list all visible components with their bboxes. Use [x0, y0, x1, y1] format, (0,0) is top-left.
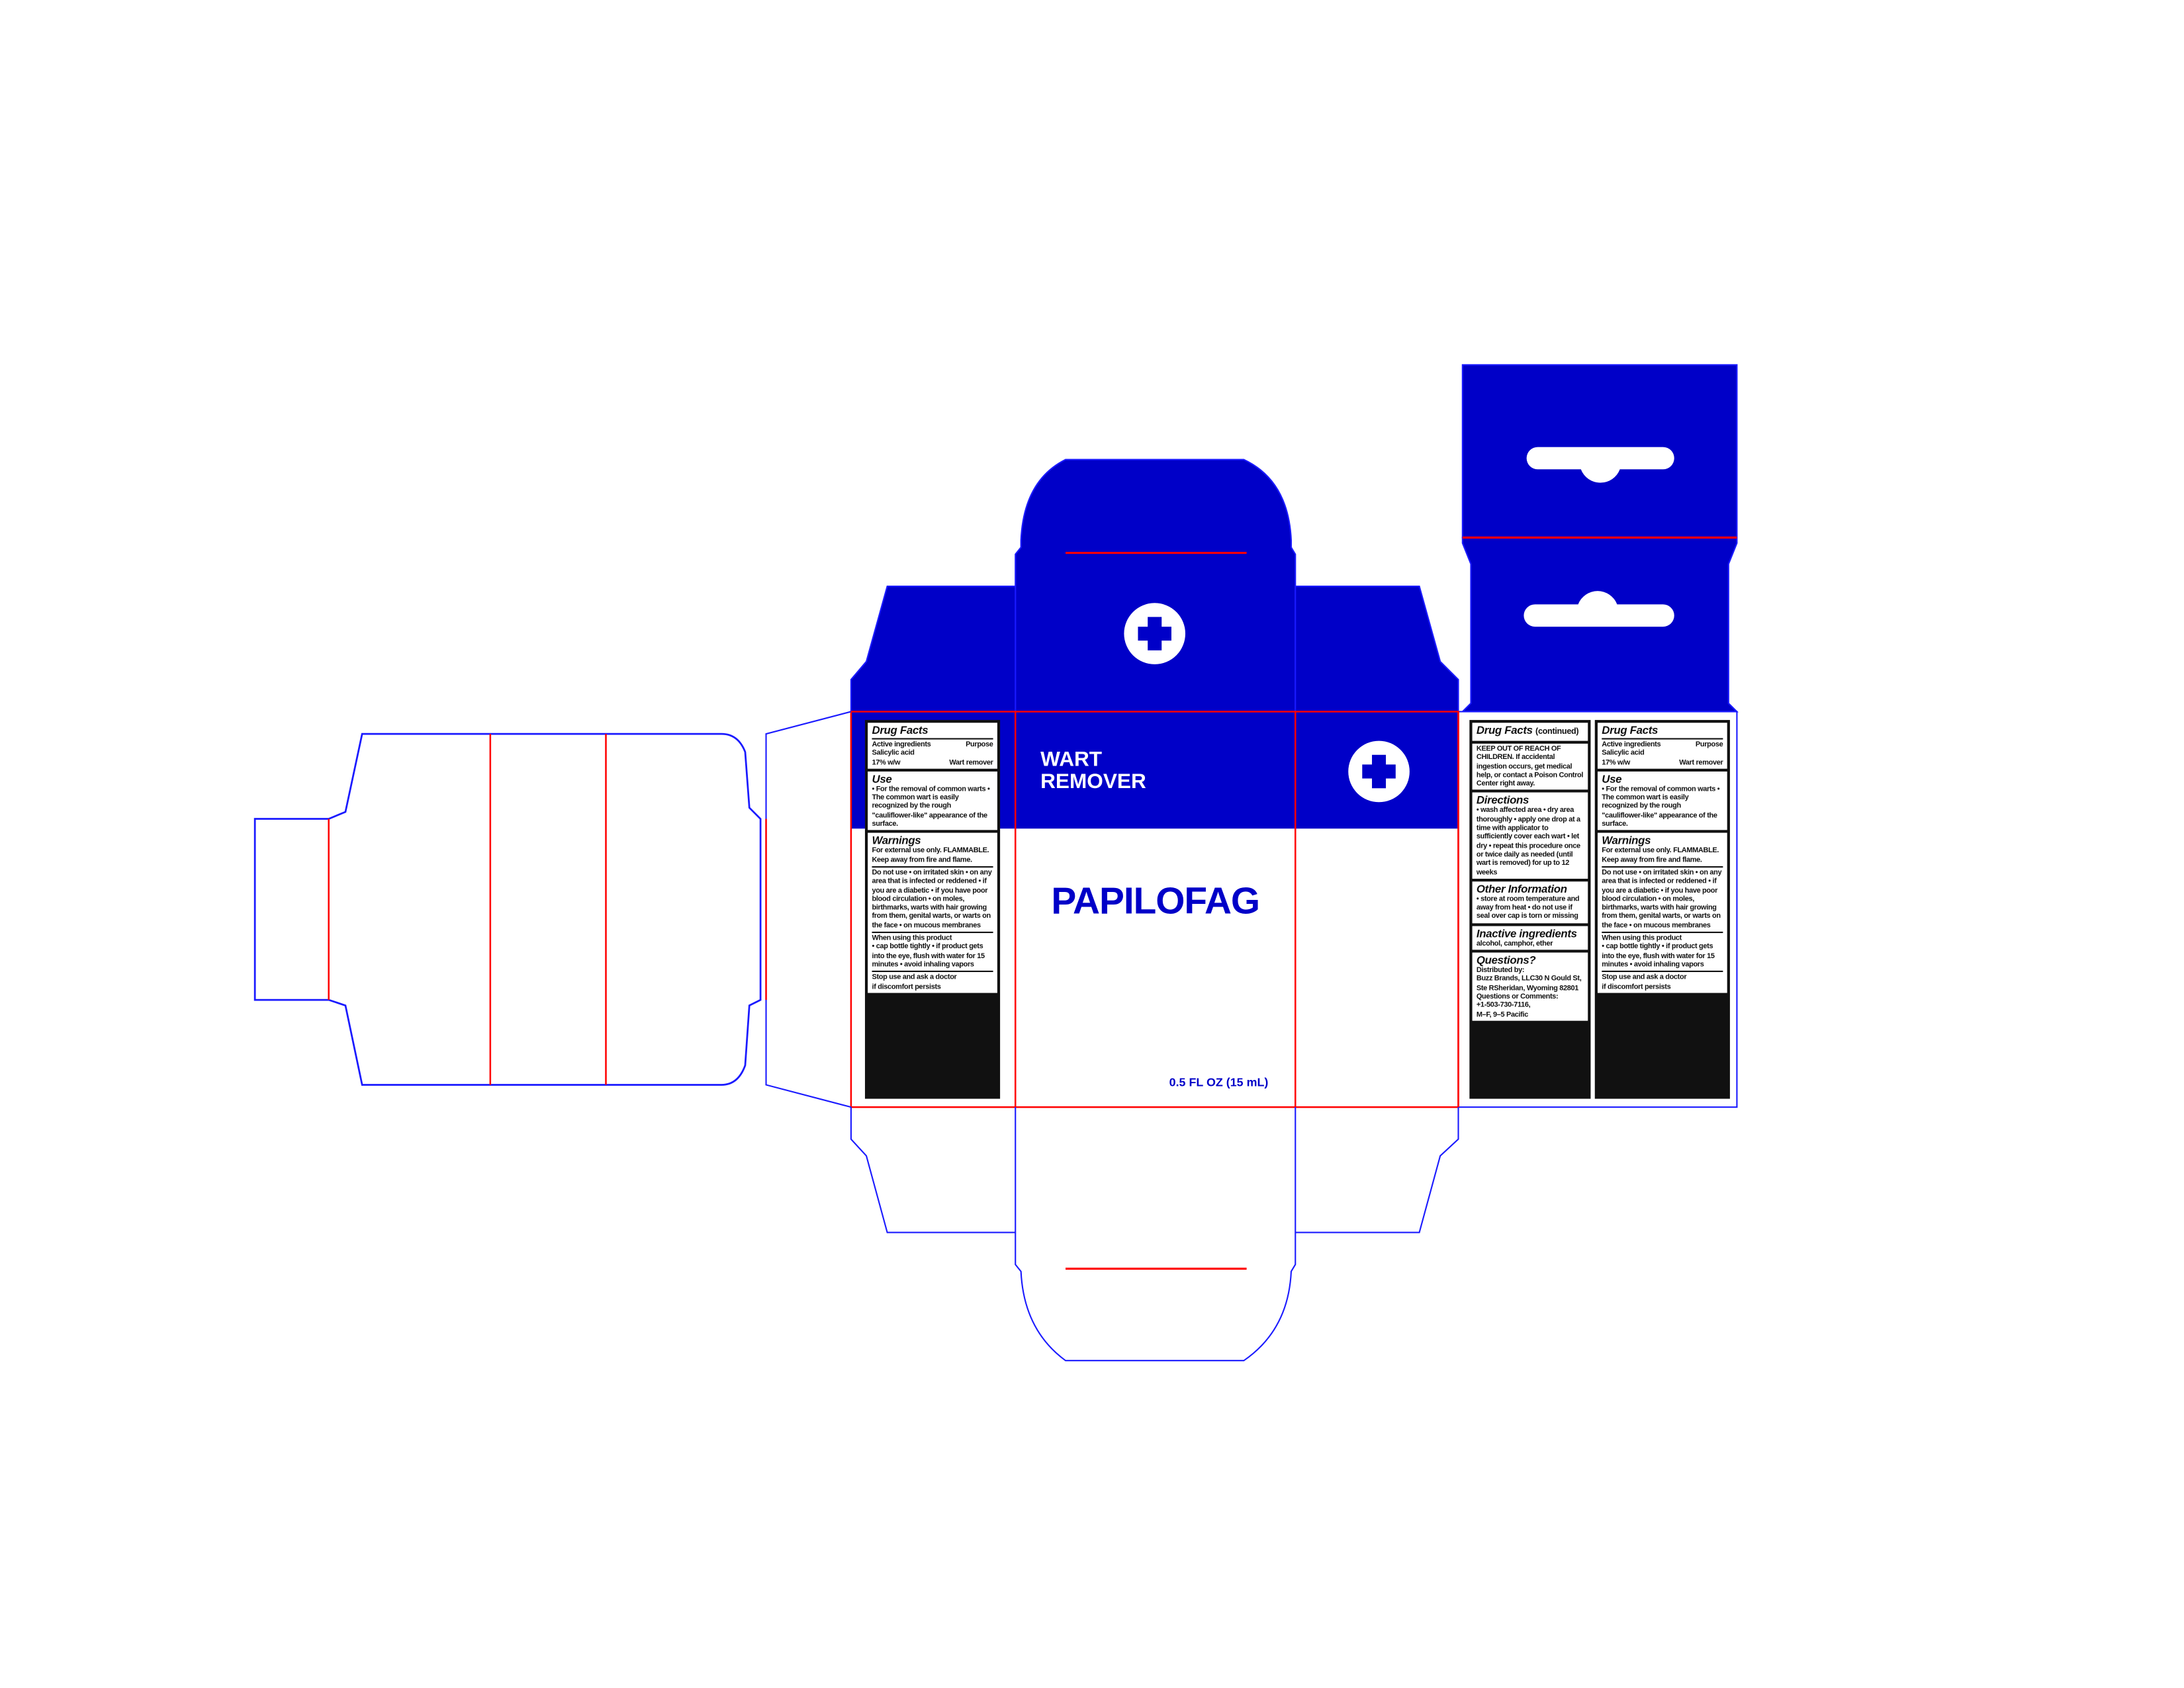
insert-piece	[253, 733, 762, 1086]
top-dust-flap-left	[850, 585, 1017, 713]
top-tuck-flap	[1015, 459, 1297, 713]
drug-facts-continued-panel: Drug Facts (continued) KEEP OUT OF REACH…	[1469, 720, 1591, 1099]
top-dust-flap-right	[1295, 585, 1459, 713]
bottom-dust-flap-right	[1295, 1107, 1459, 1233]
net-contents: 0.5 FL OZ (15 mL)	[1169, 1075, 1269, 1089]
bottom-tuck-flap	[1015, 1107, 1297, 1362]
medical-cross-icon	[1124, 603, 1186, 664]
hang-hole	[1524, 591, 1674, 627]
bottom-dust-flap-left	[850, 1107, 1016, 1233]
hang-hole	[1526, 447, 1674, 483]
medical-cross-icon	[1348, 740, 1410, 803]
brand-name: PAPILOFAG	[1051, 880, 1260, 922]
glue-flap	[765, 711, 852, 1108]
